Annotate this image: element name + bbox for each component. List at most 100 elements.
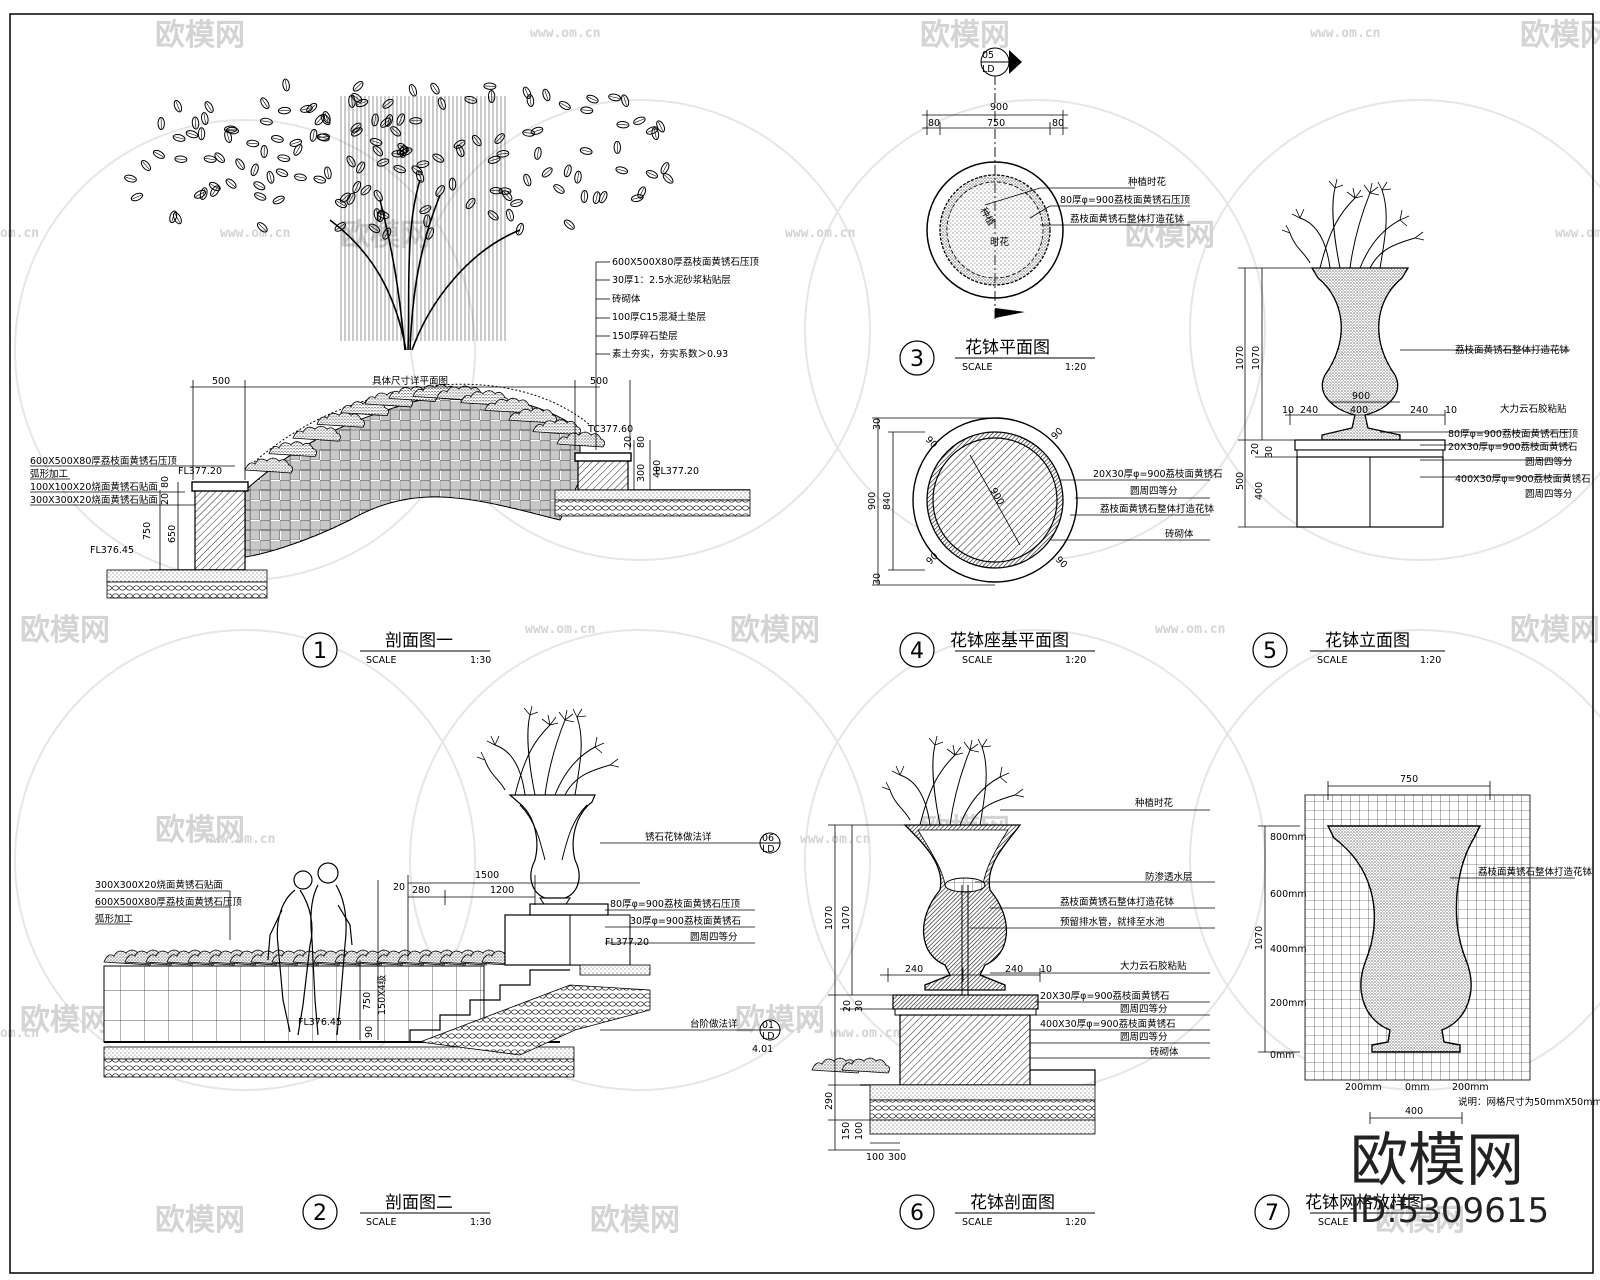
- drawing-2-scale: 1:30: [470, 1217, 491, 1228]
- s1-left-note-3: 300X300X20烧面黄锈石贴面: [30, 494, 158, 506]
- s2-level-fl37720: FL377.20: [605, 937, 649, 948]
- s6-note-flowers: 种植时花: [1135, 797, 1174, 809]
- drawing-3-scale-label: SCALE: [962, 362, 992, 373]
- watermark-brand: 欧模网: [1125, 218, 1215, 253]
- watermark-url: www.om.cn: [1555, 226, 1600, 241]
- drawing-3-number: 3: [910, 347, 924, 372]
- s1-level-tc37760: TC377.60: [587, 424, 633, 435]
- s7-ytick-4: 0mm: [1270, 1050, 1295, 1061]
- s7-caption: 说明：网格尺寸为50mmX50mm: [1458, 1096, 1600, 1108]
- s6-dim-20: 20: [842, 1000, 853, 1012]
- cut-ref-bot: LD: [982, 64, 995, 75]
- drawing-4-scale: 1:20: [1065, 655, 1086, 666]
- s2-level-fl37645: FL376.45: [298, 1017, 342, 1028]
- watermark-brand: 欧模网: [155, 1203, 245, 1238]
- s2-dim-90: 90: [364, 1026, 375, 1038]
- s5-dim-400: 400: [1350, 405, 1368, 416]
- drawing-7-scale-label: SCALE: [1318, 1217, 1348, 1228]
- s6-note-brick: 砖砌体: [1150, 1046, 1179, 1058]
- s1-dim-650: 650: [167, 525, 178, 543]
- drawing-6-number: 6: [910, 1201, 924, 1226]
- s6-dim-30: 30: [854, 1000, 865, 1012]
- s4-dim-30-top: 30: [872, 418, 883, 430]
- s1-note-0: 600X500X80厚荔枝面黄锈石压顶: [612, 256, 759, 268]
- drawing-6-title: 花钵剖面图: [970, 1193, 1055, 1213]
- s4-note-brick: 砖砌体: [1165, 528, 1194, 540]
- s3-dim-80-left: 80: [928, 118, 940, 129]
- drawing-2-number: 2: [313, 1201, 327, 1226]
- s4-dim-900: 900: [867, 492, 878, 510]
- watermark-brand: 欧模网: [1510, 613, 1600, 648]
- watermark-brand: 欧模网: [20, 613, 110, 648]
- s7-xtick-1: 0mm: [1405, 1082, 1430, 1093]
- s1-dim-detail: 具体尺寸详平面图: [372, 375, 448, 387]
- watermark-brand: 欧模网: [155, 813, 245, 848]
- drawing-1-number: 1: [313, 639, 327, 664]
- s5-dim-20: 20: [1250, 443, 1261, 455]
- s7-dim-400: 400: [1405, 1106, 1423, 1117]
- model-id-text: ID:5309615: [1350, 1191, 1549, 1231]
- s7-ytick-3: 200mm: [1270, 998, 1307, 1009]
- drawing-5-scale-label: SCALE: [1317, 655, 1347, 666]
- drawing-5-scale: 1:20: [1420, 655, 1441, 666]
- s5-dim-1070-b: 1070: [1251, 346, 1262, 370]
- watermark-brand: 欧模网: [1520, 18, 1600, 53]
- s2-dim-280: 280: [412, 885, 430, 896]
- s5-dim-10-left: 10: [1282, 405, 1294, 416]
- s2-note-cap: 80厚φ=900荔枝面黄锈石压顶: [610, 898, 740, 910]
- s6-dim-290: 290: [824, 1092, 835, 1110]
- s2-left-note-2: 弧形加工: [95, 913, 134, 925]
- drawing-3-scale: 1:20: [1065, 362, 1086, 373]
- s5-note-ring: 20X30厚φ=900荔枝面黄锈石: [1448, 441, 1578, 453]
- s5-dim-400: 400: [1254, 482, 1265, 500]
- drawing-4-scale-label: SCALE: [962, 655, 992, 666]
- ref-06-top: 06: [762, 833, 774, 844]
- section-drawing-2: 06 LD 01 LD 4.01 300X300X20烧面黄锈石贴面600X50…: [95, 705, 781, 1230]
- drawing-5-title: 花钵立面图: [1325, 631, 1410, 651]
- s5-dim-10-right: 10: [1445, 405, 1457, 416]
- s1-note-5: 素土夯实，夯实系数＞0.93: [612, 348, 728, 360]
- drawing-6-scale-label: SCALE: [962, 1217, 992, 1228]
- s6-note-glue: 大力云石胶粘贴: [1120, 960, 1187, 972]
- s7-ytick-0: 800mm: [1270, 832, 1307, 843]
- drawing-2-title: 剖面图二: [385, 1193, 453, 1213]
- s4-note-quad: 圆周四等分: [1130, 485, 1178, 497]
- cut-ref-top: 05: [982, 50, 994, 61]
- drawing-2-scale-label: SCALE: [366, 1217, 396, 1228]
- watermark-url: www.om.cn: [530, 26, 600, 41]
- watermark-brand: 欧模网: [155, 18, 245, 53]
- watermark-url-short: om.cn: [0, 1026, 39, 1041]
- s5-dim-30: 30: [1264, 446, 1275, 458]
- s2-dim-20: 20: [393, 882, 405, 893]
- drawing-3-title: 花钵平面图: [965, 338, 1050, 358]
- s1-dim-20: 20: [160, 493, 171, 505]
- s4-dim-90-b: 90: [1049, 426, 1065, 442]
- s7-dim-1070: 1070: [1254, 926, 1265, 950]
- ref-01-top: 01: [762, 1020, 774, 1031]
- watermark-brand: 欧模网: [20, 1003, 110, 1038]
- watermark-brand: 欧模网: [590, 1203, 680, 1238]
- watermark-brand: 欧模网: [1375, 1203, 1465, 1238]
- watermark-url: www.om.cn: [220, 226, 290, 241]
- watermark-url: www.om.cn: [525, 622, 595, 637]
- s6-note-quad: 圆周四等分: [1120, 1003, 1168, 1015]
- s1-level-fl37645: FL376.45: [90, 545, 134, 556]
- drawing-6-scale: 1:20: [1065, 1217, 1086, 1228]
- s5-note-cap: 80厚φ=900荔枝面黄锈石压顶: [1448, 428, 1578, 440]
- watermark-url: www.om.cn: [1155, 622, 1225, 637]
- drawing-4-number: 4: [910, 639, 924, 664]
- s1-dim-20b: 20: [623, 436, 634, 448]
- s5-note-glue: 大力云石胶粘贴: [1500, 403, 1567, 415]
- s2-dim-750: 750: [362, 992, 373, 1010]
- s5-note-quad2: 圆周四等分: [1525, 488, 1573, 500]
- s1-left-note-2: 100X100X20烧面黄锈石贴面: [30, 481, 158, 493]
- ref-06-bot: LD: [762, 844, 775, 855]
- s5-note-body: 荔枝面黄锈石整体打造花钵: [1455, 344, 1570, 356]
- s3-dim-80-right: 80: [1052, 118, 1064, 129]
- watermark-url-short: om.cn: [0, 226, 39, 241]
- ref-01-sheet: 4.01: [752, 1044, 773, 1055]
- s6-note-drain: 预留排水管，就排至水池: [1060, 916, 1165, 928]
